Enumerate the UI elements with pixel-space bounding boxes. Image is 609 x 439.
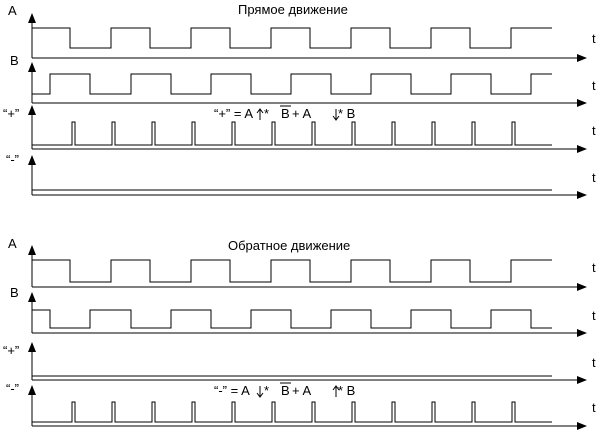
reverse-title: Обратное движение [228, 238, 350, 253]
reverse-channel-plus: “+” t [3, 342, 596, 384]
forward-section: Прямое движение A t B t “+” t [3, 2, 596, 199]
reverse-formula-eq: = A [227, 383, 250, 398]
reverse-label-plus: “+” [3, 343, 19, 358]
reverse-formula-star2: * B [338, 383, 355, 398]
forward-label-a: A [8, 3, 17, 18]
reverse-formula: “-” = A * B + A * B [214, 382, 355, 398]
forward-title: Прямое движение [238, 2, 348, 17]
reverse-minus-pulse-train [32, 401, 552, 423]
rising-edge-arrow-icon [332, 385, 340, 397]
falling-edge-arrow-icon [256, 386, 264, 398]
reverse-plus-t-label: t [592, 355, 596, 370]
forward-b-t-label: t [592, 78, 596, 93]
reverse-formula-mid: + A [292, 383, 311, 398]
forward-label-plus: “+” [3, 106, 19, 121]
forward-formula-b-bar: B [281, 106, 290, 121]
falling-edge-arrow-icon [332, 109, 340, 121]
reverse-label-minus: “-” [6, 381, 19, 396]
forward-a-waveform [32, 27, 552, 49]
forward-label-b: B [10, 53, 19, 68]
reverse-label-b: B [10, 285, 19, 300]
rising-edge-arrow-icon [256, 108, 264, 120]
reverse-channel-minus: “-” t [6, 381, 596, 430]
reverse-label-a: A [8, 236, 17, 251]
forward-formula-eq: = A [230, 106, 253, 121]
reverse-b-t-label: t [592, 308, 596, 323]
reverse-channel-b: B t [10, 285, 596, 337]
forward-channel-plus: “+” t [3, 105, 596, 153]
reverse-formula-lhs: “-” [214, 383, 227, 398]
forward-a-t-label: t [592, 31, 596, 46]
reverse-channel-a: A t [8, 236, 596, 291]
forward-formula-mid: + A [292, 106, 311, 121]
forward-formula-star1: * [264, 106, 269, 121]
forward-b-waveform [32, 73, 552, 95]
reverse-formula-b-bar: B [281, 383, 290, 398]
forward-label-minus: “-” [6, 152, 19, 167]
forward-channel-minus: “-” t [6, 152, 596, 199]
forward-minus-t-label: t [592, 170, 596, 185]
forward-plus-pulse-train [32, 121, 552, 146]
forward-formula-star2: * B [338, 106, 355, 121]
svg-text:“-” = A: “-” = A [214, 383, 250, 398]
reverse-formula-star1: * [264, 383, 269, 398]
forward-plus-t-label: t [592, 123, 596, 138]
forward-formula: “+” = A * B + A * B [214, 105, 355, 121]
reverse-minus-t-label: t [592, 400, 596, 415]
reverse-a-waveform [32, 259, 552, 283]
reverse-a-t-label: t [592, 260, 596, 275]
svg-text:“+” = A: “+” = A [214, 106, 253, 121]
forward-channel-b: B t [10, 53, 596, 107]
forward-channel-a: A t [8, 3, 596, 62]
reverse-section: Обратное движение A t B t “+” t [3, 236, 596, 430]
forward-formula-lhs: “+” [214, 106, 230, 121]
reverse-b-waveform [32, 309, 552, 329]
